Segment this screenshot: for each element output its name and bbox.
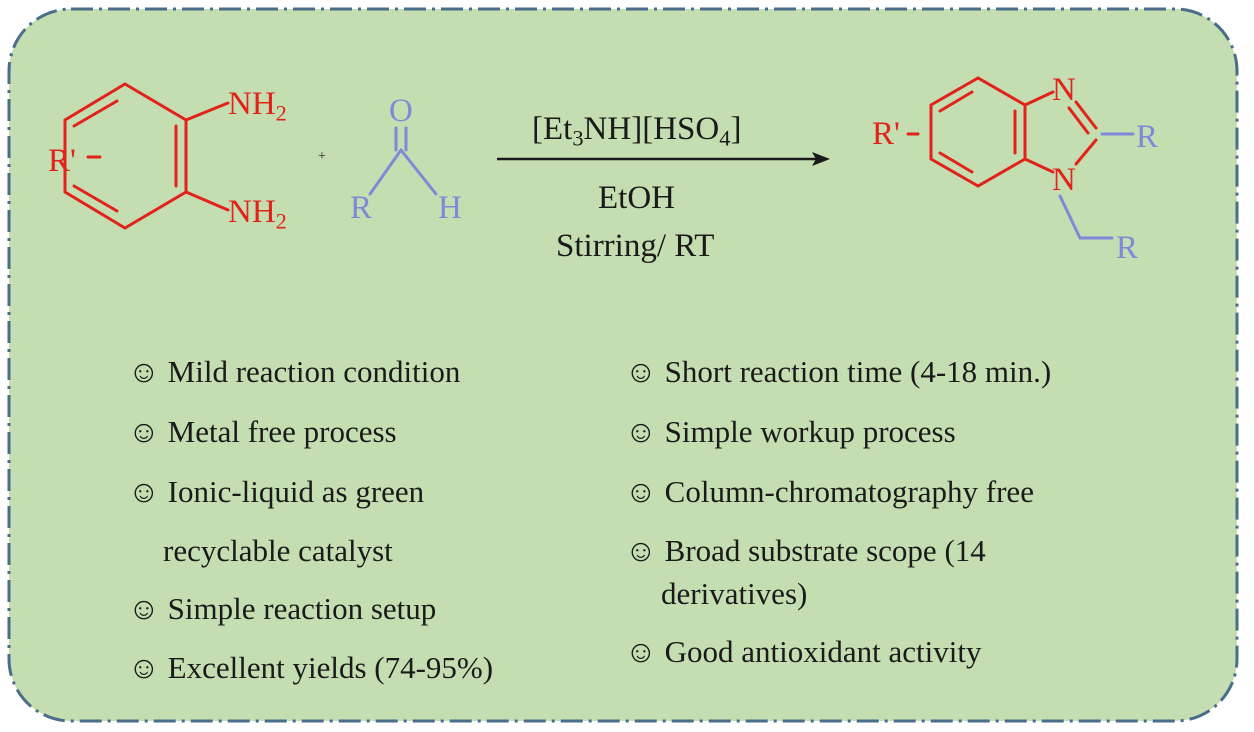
product-nitrogen-top-label: N [1052, 72, 1076, 108]
feature-item: ☺Metal free process [128, 414, 397, 449]
smiley-icon: ☺ [128, 354, 160, 389]
diamine-substituent-label: R' [48, 143, 76, 179]
feature-item: ☺Broad substrate scope (14 [625, 533, 986, 568]
panel-background [7, 7, 1239, 723]
feature-item: ☺Simple reaction setup [128, 591, 437, 626]
feature-item: ☺Column-chromatography free [625, 474, 1034, 509]
smiley-icon: ☺ [625, 414, 657, 449]
diamine-amine-top-label: NH2 [228, 86, 287, 126]
feature-item-continuation: derivatives) [661, 576, 808, 611]
feature-item: ☺Mild reaction condition [128, 354, 461, 389]
product-nitrogen-bottom-label: N [1052, 162, 1076, 198]
aldehyde-h-label: H [438, 190, 462, 226]
product-structure [906, 76, 1135, 240]
reagent-label: [Et3NH][HSO4] [532, 111, 742, 151]
smiley-icon: ☺ [128, 414, 160, 449]
diamine-amine-bottom-label: NH2 [228, 194, 287, 234]
aldehyde-structure [368, 126, 438, 196]
conditions-label: Stirring/ RT [556, 228, 715, 264]
smiley-icon: ☺ [625, 634, 657, 669]
plus-sign: + [318, 149, 326, 164]
aldehyde-oxygen-label: O [389, 93, 413, 129]
smiley-icon: ☺ [128, 591, 160, 626]
feature-item: ☺Ionic-liquid as green [128, 474, 425, 509]
feature-item: ☺Short reaction time (4-18 min.) [625, 354, 1052, 389]
product-r-n1-label: R [1116, 230, 1139, 266]
reaction-arrow [497, 152, 830, 166]
product-substituent-label: R' [872, 116, 900, 152]
smiley-icon: ☺ [625, 354, 657, 389]
feature-item-continuation: recyclable catalyst [163, 533, 393, 568]
solvent-label: EtOH [598, 180, 675, 216]
feature-item: ☺Excellent yields (74-95%) [128, 650, 494, 685]
feature-item: ☺Simple workup process [625, 414, 956, 449]
smiley-icon: ☺ [128, 650, 160, 685]
product-r-c2-label: R [1136, 119, 1159, 155]
smiley-icon: ☺ [625, 533, 657, 568]
aldehyde-r-label: R [350, 190, 373, 226]
diamine-structure [63, 82, 230, 230]
smiley-icon: ☺ [128, 474, 160, 509]
feature-item: ☺Good antioxidant activity [625, 634, 982, 669]
smiley-icon: ☺ [625, 474, 657, 509]
